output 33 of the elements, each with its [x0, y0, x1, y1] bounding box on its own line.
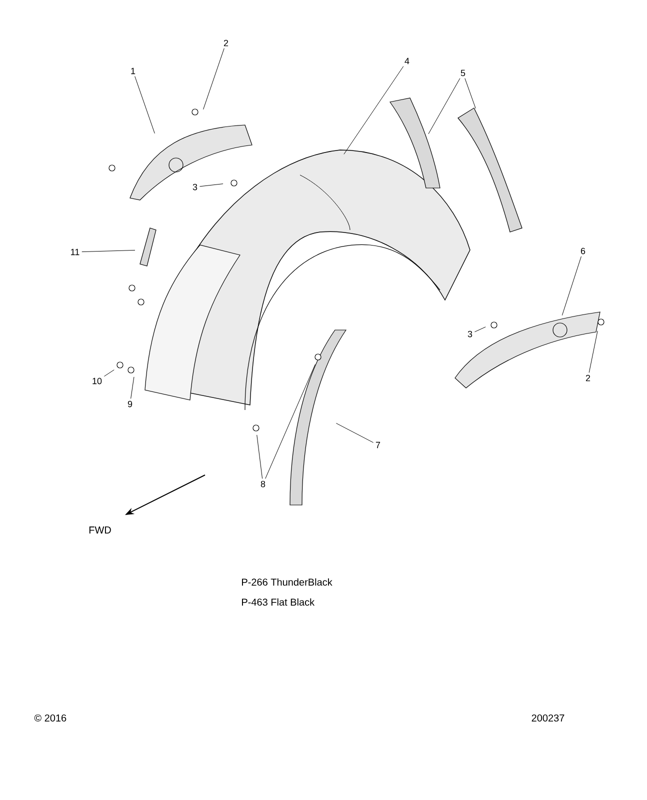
- callout-number: 2: [586, 374, 590, 382]
- leader-line: [464, 78, 476, 109]
- callout-number: 11: [71, 248, 80, 256]
- leader-line: [428, 78, 460, 134]
- callout-number: 1: [131, 68, 136, 74]
- paint-code: P-266 ThunderBlack: [242, 578, 332, 586]
- callout-number: 2: [224, 40, 228, 46]
- direction-label: FWD: [89, 526, 111, 534]
- callout-number: 9: [128, 400, 132, 408]
- leader-line: [588, 330, 598, 373]
- leader-line: [203, 48, 224, 110]
- leader-line: [474, 326, 486, 332]
- leader-line: [82, 250, 136, 252]
- callout-number: 3: [468, 330, 472, 338]
- callout-number: 10: [92, 378, 102, 384]
- leader-line: [265, 364, 316, 479]
- leader-line: [130, 376, 134, 399]
- leader-line: [256, 434, 263, 479]
- callout-number: 3: [192, 184, 198, 190]
- leader-line: [199, 184, 224, 187]
- callout-number: 8: [260, 480, 266, 488]
- drawing-number: 200237: [532, 714, 564, 722]
- callout-number: 6: [580, 248, 586, 254]
- leader-line: [562, 256, 582, 316]
- copyright-note: © 2016: [34, 714, 66, 722]
- callout-number: 7: [376, 442, 380, 448]
- paint-code: P-463 Flat Black: [242, 598, 315, 606]
- leader-line: [104, 370, 114, 377]
- leader-line: [134, 76, 155, 134]
- leader-line: [336, 423, 374, 443]
- callout-number: 5: [460, 70, 466, 76]
- leader-line: [344, 66, 404, 154]
- callout-number: 4: [404, 58, 410, 64]
